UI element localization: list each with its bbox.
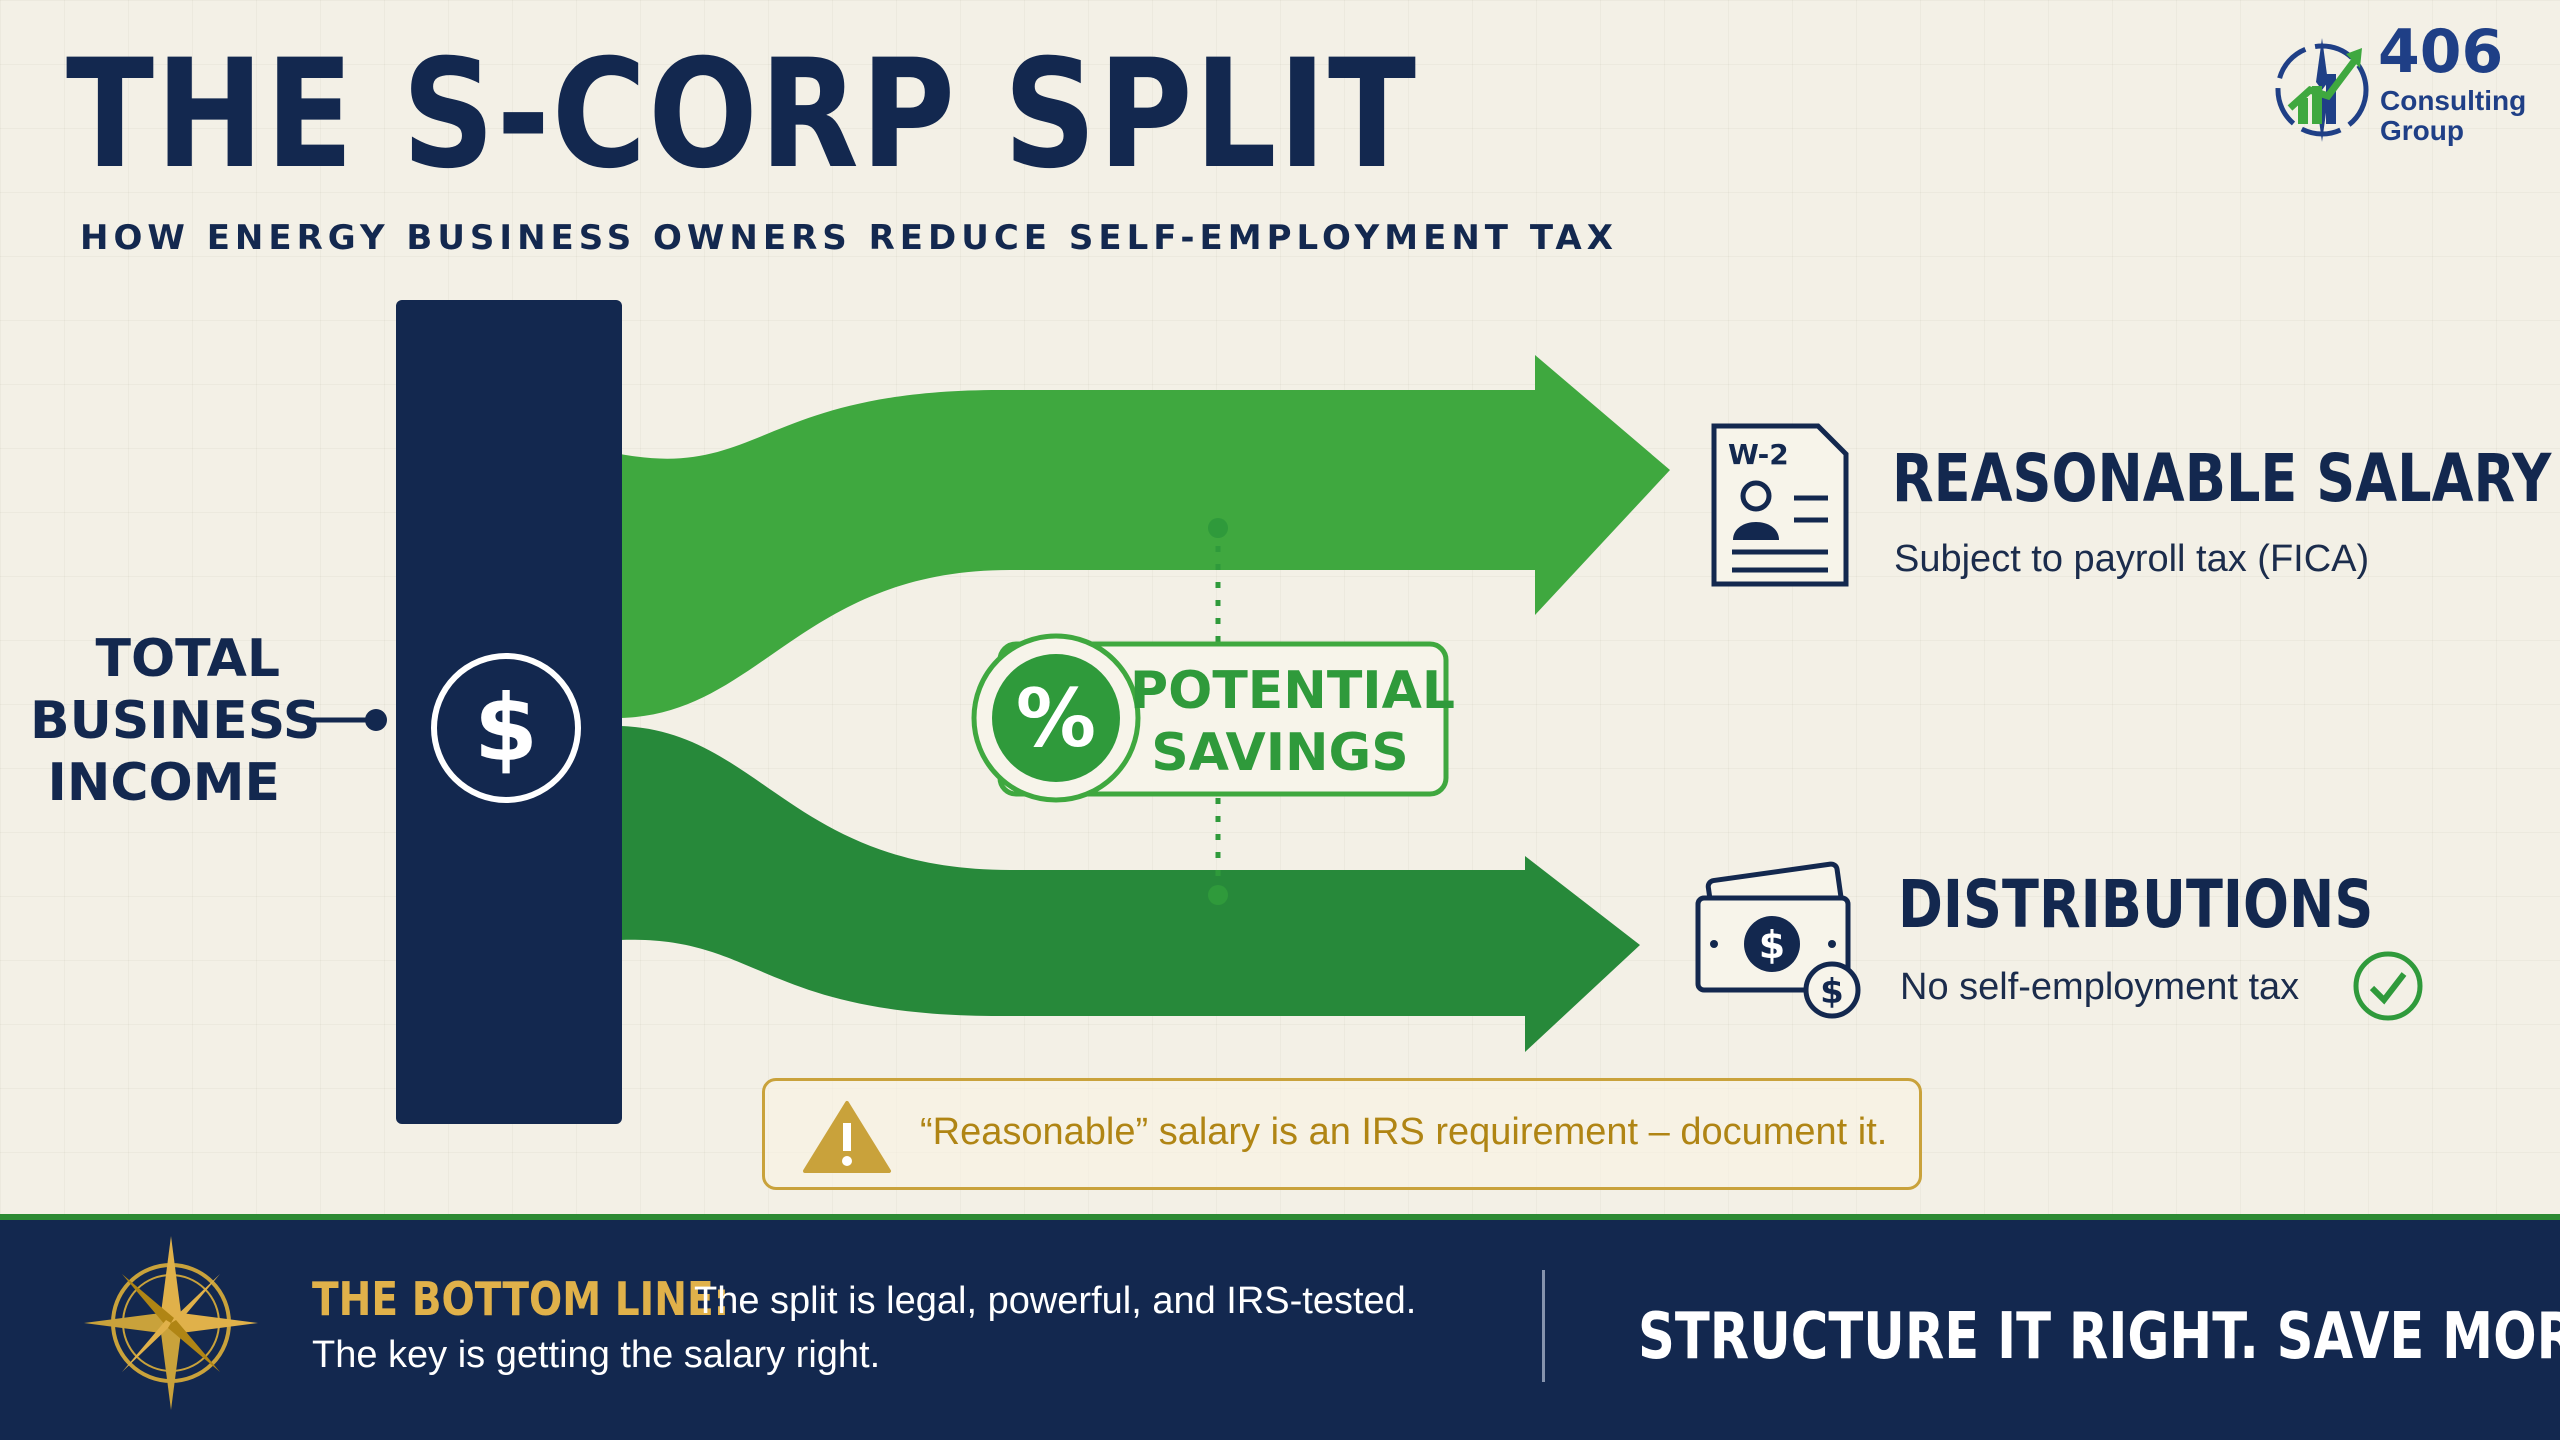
footer-divider: [1542, 1270, 1545, 1382]
split-flow-diagram: $ % W-2 $ $: [300, 300, 2423, 1124]
logo-mark-icon: [2275, 38, 2369, 142]
potential-savings-label: POTENTIAL SAVINGS: [1130, 661, 1456, 783]
income-bar: [396, 300, 622, 1124]
footer-accent-stripe: [0, 1214, 2560, 1222]
footer-slogan: STRUCTURE IT RIGHT. SAVE MORE.: [1638, 1300, 2560, 1374]
savings-dot-top: [1208, 518, 1228, 538]
salary-description: Subject to payroll tax (FICA): [1894, 538, 2370, 580]
check-icon: [2353, 951, 2423, 1021]
page-subtitle: HOW ENERGY BUSINESS OWNERS REDUCE SELF-E…: [80, 218, 1618, 258]
total-income-label: TOTAL BUSINESS INCOME: [30, 629, 321, 813]
warning-text: “Reasonable” salary is an IRS requiremen…: [920, 1111, 1888, 1153]
distributions-description: No self-employment tax: [1900, 966, 2300, 1008]
logo-number: 406: [2378, 17, 2504, 87]
compass-icon: [84, 1236, 258, 1410]
bottom-line-label: THE BOTTOM LINE:: [312, 1272, 730, 1326]
footer-bar: [0, 1220, 2560, 1440]
w2-form-icon: W-2: [1711, 423, 1849, 587]
logo-name: Consulting Group: [2380, 85, 2527, 146]
warning-callout: “Reasonable” salary is an IRS requiremen…: [762, 1078, 1922, 1190]
dollar-icon-ring: [431, 653, 581, 803]
bottom-line-text-1: The split is legal, powerful, and IRS-te…: [694, 1280, 1417, 1322]
svg-text:$: $: [1759, 923, 1785, 967]
page-title: THE S-CORP SPLIT: [66, 28, 1418, 202]
svg-text:$: $: [1820, 972, 1844, 1012]
svg-text:W-2: W-2: [1728, 438, 1789, 471]
distributions-title: DISTRIBUTIONS: [1898, 866, 2374, 943]
bottom-line-text-2: The key is getting the salary right.: [312, 1334, 881, 1376]
salary-flow-arrow: [620, 355, 1670, 718]
salary-title: REASONABLE SALARY: [1892, 440, 2552, 517]
percent-icon-disc: [992, 654, 1120, 782]
cash-icon: $ $: [1695, 861, 1861, 1019]
warning-icon: [803, 1101, 891, 1173]
dollar-icon: $: [474, 675, 538, 782]
percent-icon: %: [1016, 672, 1096, 765]
savings-dot-bottom: [1208, 885, 1228, 905]
income-connector-dot: [365, 709, 387, 731]
distributions-flow-arrow: [620, 726, 1640, 1052]
